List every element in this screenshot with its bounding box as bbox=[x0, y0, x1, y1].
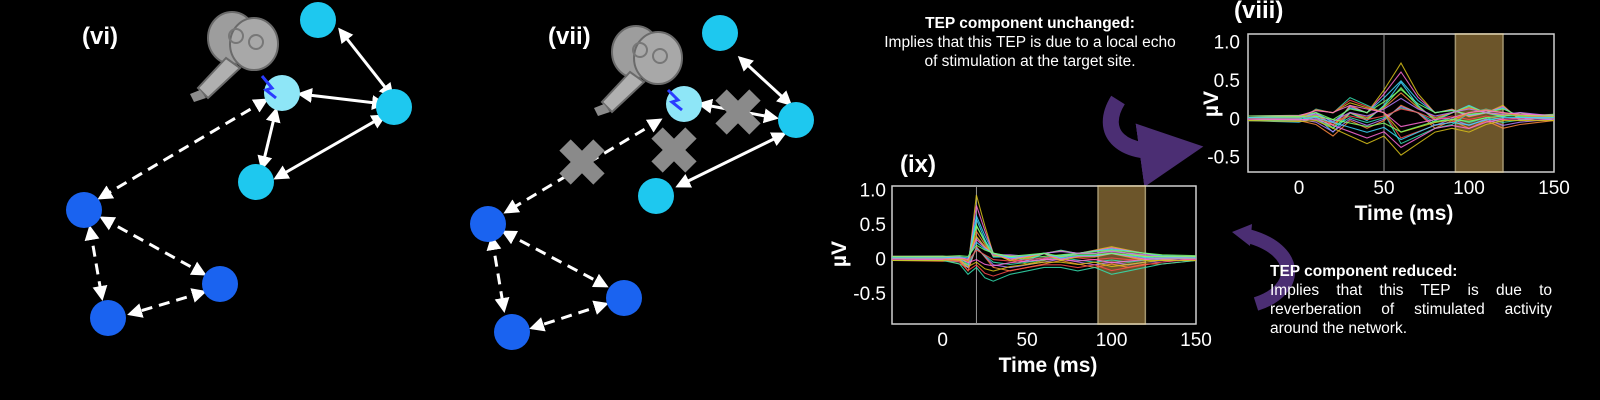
x-tick-label: 150 bbox=[1538, 178, 1570, 199]
distant-node bbox=[202, 266, 238, 302]
local-node bbox=[300, 2, 336, 38]
y-tick-label: 0 bbox=[1229, 109, 1240, 130]
x-axis-title: Time (ms) bbox=[999, 354, 1098, 377]
series-trace bbox=[1247, 118, 1554, 149]
edge-local bbox=[257, 107, 281, 171]
y-tick-label: 0.5 bbox=[1214, 71, 1240, 92]
x-tick-label: 100 bbox=[1453, 178, 1485, 199]
local-node bbox=[702, 15, 738, 51]
x-tick-label: 0 bbox=[937, 330, 948, 351]
stimulated-node bbox=[264, 75, 300, 111]
panel-vii: (vii) bbox=[470, 15, 814, 350]
y-tick-label: 1.0 bbox=[1214, 33, 1240, 54]
local-node bbox=[376, 89, 412, 125]
y-tick-label: 1.0 bbox=[860, 180, 886, 201]
edge-long-range bbox=[97, 98, 269, 200]
plot-frame bbox=[1247, 33, 1555, 173]
panel-label-vi: (vi) bbox=[82, 23, 118, 50]
caption-unchanged: TEP component unchanged: Implies that th… bbox=[880, 14, 1180, 71]
caption-unchanged-body: Implies that this TEP is due to a local … bbox=[884, 34, 1176, 70]
x-tick-label: 50 bbox=[1373, 178, 1394, 199]
edge-local bbox=[675, 132, 787, 188]
edge-long-range bbox=[127, 288, 207, 318]
series-trace bbox=[1247, 115, 1554, 133]
edge-long-range bbox=[486, 235, 510, 313]
blocked-x-icon bbox=[715, 89, 761, 135]
caption-reduced: TEP component reduced: Implies that this… bbox=[1270, 262, 1552, 338]
x-axis-title: Time (ms) bbox=[1355, 202, 1454, 225]
panel-label-vii: (vii) bbox=[548, 23, 591, 50]
connections-vi bbox=[84, 27, 394, 318]
blocked-x-icon bbox=[559, 139, 605, 185]
blocked-x-icon bbox=[651, 127, 697, 173]
distant-node bbox=[470, 206, 506, 242]
analysis-window bbox=[1454, 33, 1504, 173]
caption-reduced-heading: TEP component reduced: bbox=[1270, 263, 1458, 280]
series-trace bbox=[891, 248, 1197, 266]
y-tick-label: 0.5 bbox=[860, 215, 886, 236]
x-tick-label: 150 bbox=[1180, 330, 1212, 351]
local-node bbox=[778, 102, 814, 138]
local-node bbox=[238, 164, 274, 200]
y-tick-label: -0.5 bbox=[853, 284, 886, 305]
edge-long-range bbox=[503, 118, 663, 214]
y-axis-title: µV bbox=[1200, 91, 1223, 117]
x-tick-label: 0 bbox=[1294, 178, 1305, 199]
y-tick-label: -0.5 bbox=[1207, 148, 1240, 169]
edge-long-range bbox=[99, 216, 207, 276]
edge-local bbox=[273, 114, 387, 180]
y-axis-title: µV bbox=[828, 241, 851, 267]
series-trace bbox=[892, 259, 1197, 282]
panel-label-viii: (viii) bbox=[1234, 0, 1283, 24]
series-trace bbox=[892, 255, 1197, 267]
series-trace bbox=[1247, 120, 1554, 156]
curved-arrow-icon bbox=[1102, 95, 1204, 187]
lightning-icon bbox=[260, 75, 277, 100]
local-node bbox=[638, 178, 674, 214]
caption-reduced-body: Implies that this TEP is due to reverber… bbox=[1270, 282, 1552, 337]
edge-long-range bbox=[84, 225, 108, 301]
caption-unchanged-heading: TEP component unchanged: bbox=[925, 15, 1135, 32]
x-tick-label: 100 bbox=[1096, 330, 1128, 351]
series-trace bbox=[892, 244, 1196, 257]
series-trace bbox=[1247, 104, 1555, 128]
distant-node bbox=[606, 280, 642, 316]
x-tick-label: 50 bbox=[1017, 330, 1038, 351]
lightning-icon bbox=[666, 88, 683, 112]
series-trace bbox=[892, 258, 1197, 277]
distant-node bbox=[494, 314, 530, 350]
series-trace bbox=[1247, 117, 1554, 141]
edge-long-range bbox=[501, 230, 609, 288]
edge-long-range bbox=[529, 300, 609, 332]
edge-local bbox=[297, 87, 387, 111]
panel-label-ix: (ix) bbox=[900, 151, 936, 178]
panel-vi: (vi) bbox=[66, 2, 412, 336]
edge-local bbox=[737, 55, 793, 107]
curved-arrow-icon bbox=[1245, 229, 1295, 311]
series-trace bbox=[892, 257, 1197, 272]
distant-node bbox=[90, 300, 126, 336]
distant-node bbox=[66, 192, 102, 228]
series-trace bbox=[1247, 71, 1555, 127]
curved-arrow-head-icon bbox=[1232, 224, 1252, 246]
edge-local bbox=[338, 27, 394, 99]
y-tick-label: 0 bbox=[875, 249, 886, 270]
